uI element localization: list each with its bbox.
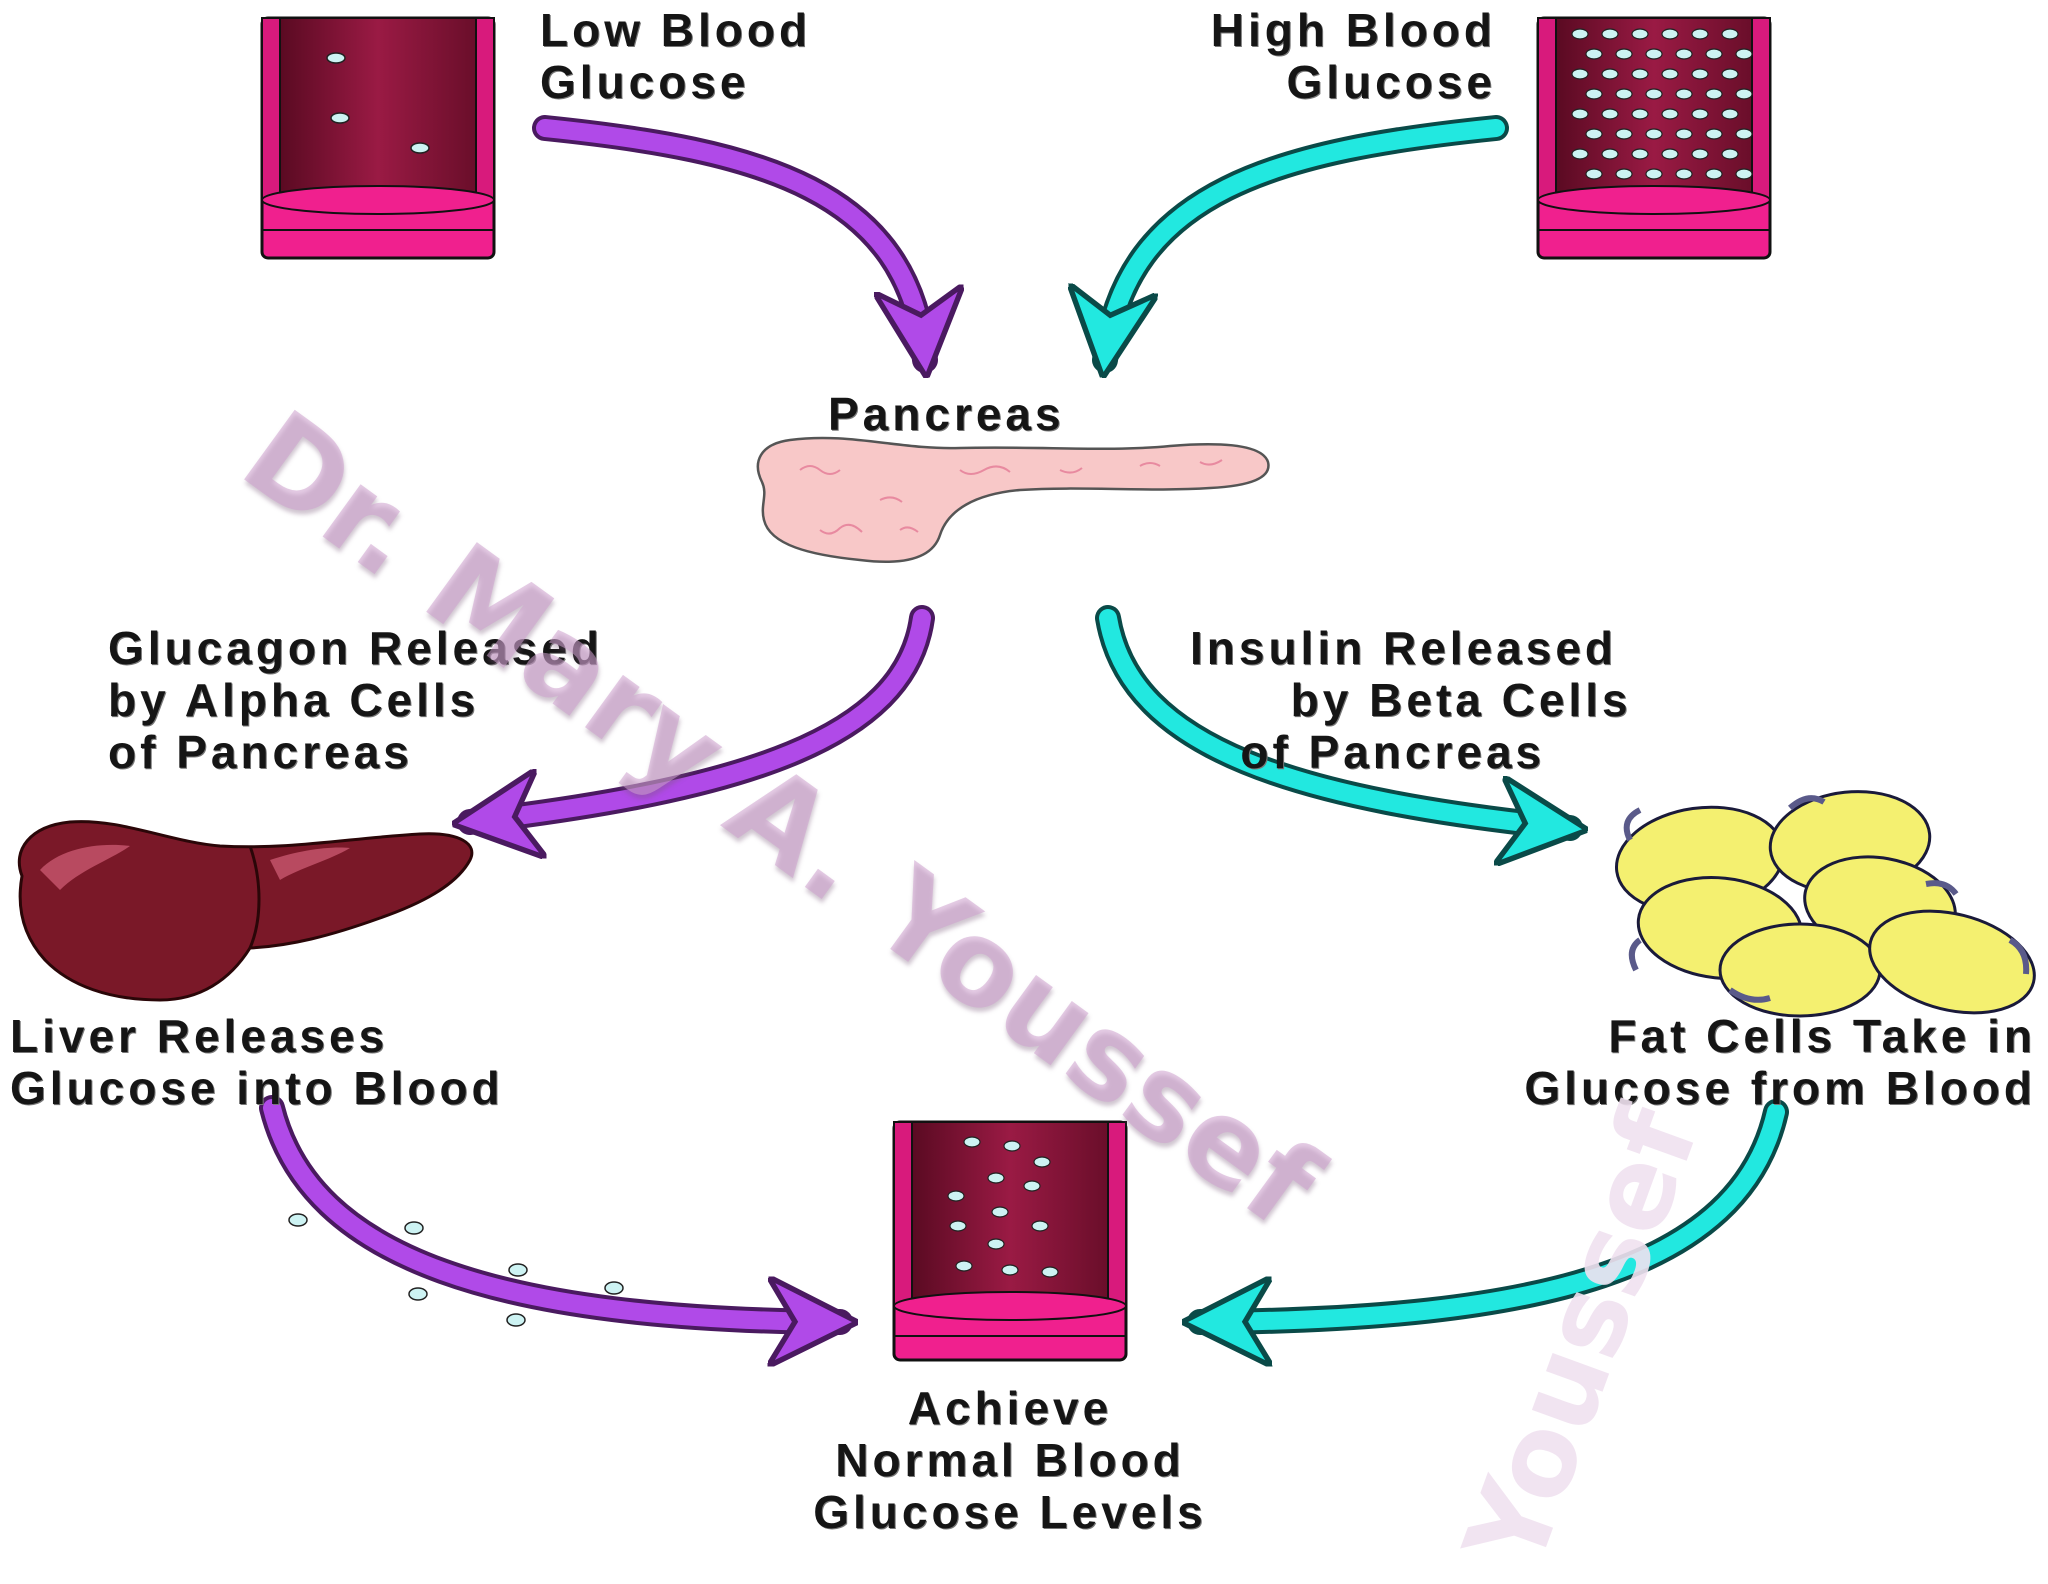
- glucose-molecule: [1691, 108, 1709, 120]
- glucose-molecule: [963, 1136, 981, 1148]
- glucose-molecule: [1041, 1266, 1059, 1278]
- glucose-molecule: [1661, 108, 1679, 120]
- glucose-molecule: [991, 1206, 1009, 1218]
- glucose-molecule: [1645, 128, 1663, 140]
- pancreas-label: Pancreas: [828, 388, 1065, 440]
- glucose-molecule: [1721, 28, 1739, 40]
- released-glucose-molecules: [288, 1213, 624, 1327]
- glucose-molecule: [1571, 148, 1589, 160]
- glucose-molecule: [1001, 1264, 1019, 1276]
- liver-releases-label: Liver Releases Glucose into Blood: [10, 1010, 504, 1114]
- achieve-normal-label: Achieve Normal Blood Glucose Levels: [813, 1382, 1207, 1538]
- glucose-molecule: [1675, 88, 1693, 100]
- flow-arrows: [259, 115, 1789, 1335]
- normal-glucose-vessel-icon: [892, 1120, 1128, 1362]
- glucose-molecule: [1721, 68, 1739, 80]
- glucose-molecule: [1735, 48, 1753, 60]
- low-blood-glucose-label: Low Blood Glucose: [540, 4, 812, 108]
- glucose-molecule: [1601, 68, 1619, 80]
- glucose-molecule: [1031, 1220, 1049, 1232]
- glucose-molecule: [1661, 28, 1679, 40]
- glucose-molecule: [949, 1220, 967, 1232]
- glucose-molecule: [1721, 108, 1739, 120]
- glucose-molecule: [1615, 48, 1633, 60]
- glucose-molecule: [1645, 88, 1663, 100]
- glucose-molecule: [1631, 68, 1649, 80]
- glucose-molecule: [1691, 68, 1709, 80]
- glucose-molecule: [1003, 1140, 1021, 1152]
- pancreas-icon: [756, 436, 1270, 563]
- glucose-molecule: [987, 1172, 1005, 1184]
- glucose-molecule: [1645, 48, 1663, 60]
- glucose-molecule: [955, 1260, 973, 1272]
- glucose-molecule: [1601, 148, 1619, 160]
- glucose-molecule: [1721, 148, 1739, 160]
- glucose-molecule: [1631, 28, 1649, 40]
- high-blood-glucose-label: High Blood Glucose: [1210, 4, 1496, 108]
- liver-to-normal-arrow: [259, 1095, 853, 1335]
- glucose-molecule: [1705, 48, 1723, 60]
- glucose-molecule: [1691, 28, 1709, 40]
- glucose-molecule: [1675, 168, 1693, 180]
- glucose-molecule: [1705, 88, 1723, 100]
- glucose-molecule: [1585, 88, 1603, 100]
- glucose-molecule: [1585, 48, 1603, 60]
- glucose-molecule: [1571, 68, 1589, 80]
- glucose-molecule: [947, 1190, 965, 1202]
- glucose-molecule: [1675, 128, 1693, 140]
- glucose-molecule: [1023, 1180, 1041, 1192]
- glucose-molecule: [1661, 148, 1679, 160]
- glucose-molecule: [1675, 48, 1693, 60]
- glucose-molecule: [987, 1238, 1005, 1250]
- glucose-molecule: [1735, 168, 1753, 180]
- liver-icon: [17, 820, 474, 1002]
- fat-cells-label: Fat Cells Take in Glucose from Blood: [1524, 1010, 2036, 1114]
- glucose-molecule: [1735, 128, 1753, 140]
- glucose-molecule: [1645, 168, 1663, 180]
- glucose-molecule: [1571, 108, 1589, 120]
- glucose-molecule: [1735, 88, 1753, 100]
- glucose-molecule: [1033, 1156, 1051, 1168]
- diagram-graphics: [17, 16, 2036, 1536]
- fat-cells-icon: [1615, 790, 2036, 1018]
- glucagon-released-label: Glucagon Released by Alpha Cells of Panc…: [108, 622, 603, 778]
- glucose-regulation-diagram: Low Blood Glucose High Blood Glucose Pan…: [10, 4, 2036, 1584]
- glucose-molecule: [1631, 148, 1649, 160]
- glucose-molecule: [1571, 28, 1589, 40]
- glucose-molecule: [1615, 128, 1633, 140]
- glucose-molecule: [1615, 168, 1633, 180]
- glucose-molecule: [1631, 108, 1649, 120]
- glucose-molecule: [1661, 68, 1679, 80]
- glucose-molecule: [1585, 128, 1603, 140]
- glucose-molecule: [1705, 168, 1723, 180]
- insulin-released-label: Insulin Released by Beta Cells of Pancre…: [1190, 622, 1632, 778]
- glucose-molecule: [1691, 148, 1709, 160]
- glucose-molecule: [1601, 28, 1619, 40]
- glucose-molecule: [1585, 168, 1603, 180]
- glucose-molecule: [1705, 128, 1723, 140]
- glucose-molecule: [1615, 88, 1633, 100]
- high-glucose-vessel-icon: [1536, 16, 1772, 260]
- low-glucose-vessel-icon: [260, 16, 496, 260]
- glucose-molecule: [1601, 108, 1619, 120]
